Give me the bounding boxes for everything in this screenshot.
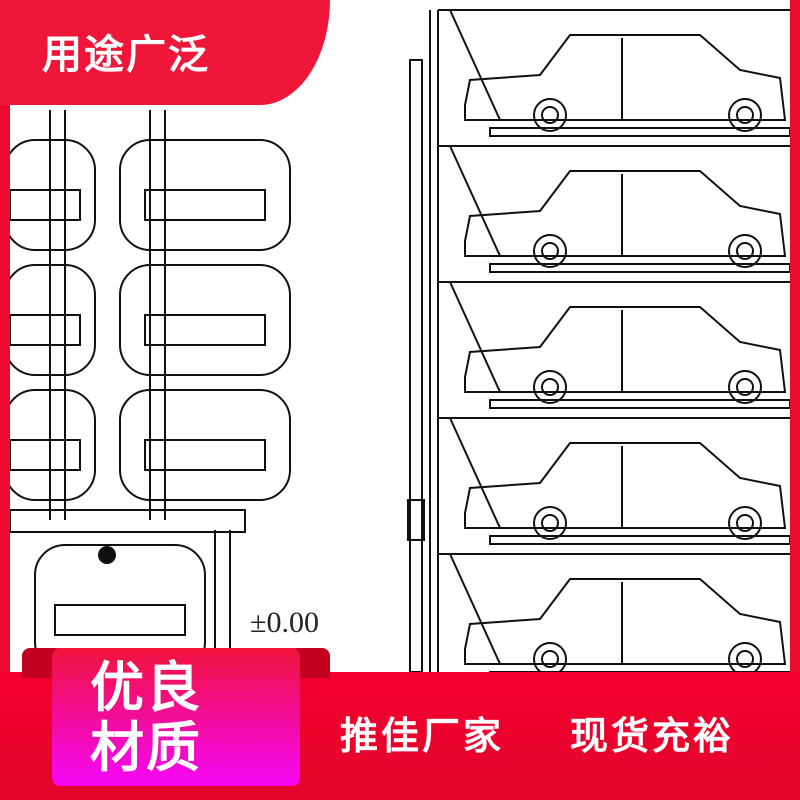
car-outline bbox=[464, 306, 787, 393]
parking-lift-line-drawing: ±0.00 bbox=[4, 9, 791, 681]
car-hub bbox=[541, 242, 559, 260]
level-strut bbox=[449, 553, 501, 665]
car-hub bbox=[541, 106, 559, 124]
car-hub bbox=[736, 650, 754, 668]
left-car bbox=[144, 314, 266, 346]
left-car bbox=[9, 314, 81, 346]
header-tag: 用途广泛 bbox=[0, 0, 330, 105]
left-car-bay bbox=[119, 139, 291, 251]
left-car-bay bbox=[4, 264, 96, 376]
elevation-label: ±0.00 bbox=[250, 606, 319, 639]
car-wheel bbox=[533, 370, 567, 404]
left-car-bay bbox=[119, 389, 291, 501]
car-wheel bbox=[728, 234, 762, 268]
car-hub bbox=[736, 378, 754, 396]
car-wheel bbox=[728, 370, 762, 404]
left-car bbox=[9, 439, 81, 471]
level-strut bbox=[449, 145, 501, 257]
level-strut bbox=[449, 417, 501, 529]
level-strut bbox=[449, 281, 501, 393]
car-outline bbox=[464, 442, 787, 529]
car-wheel bbox=[533, 506, 567, 540]
slogan-2: 现货充裕 bbox=[570, 714, 735, 758]
base-beam bbox=[9, 509, 246, 533]
pivot-dot bbox=[98, 546, 116, 564]
left-car-bay bbox=[119, 264, 291, 376]
car-wheel bbox=[533, 234, 567, 268]
car-outline bbox=[464, 578, 787, 665]
car-hub bbox=[541, 378, 559, 396]
car-hub bbox=[541, 650, 559, 668]
ground-car bbox=[54, 604, 186, 636]
left-car bbox=[144, 189, 266, 221]
lift-column bbox=[409, 59, 423, 673]
badge-line-1: 优良 bbox=[90, 656, 202, 719]
car-wheel bbox=[728, 506, 762, 540]
left-car-bay bbox=[4, 139, 96, 251]
car-hub bbox=[736, 106, 754, 124]
car-outline bbox=[464, 170, 787, 257]
car-hub bbox=[541, 514, 559, 532]
car-wheel bbox=[728, 98, 762, 132]
car-hub bbox=[736, 242, 754, 260]
car-outline bbox=[464, 34, 787, 121]
parking-system-drawing: ±0.00 bbox=[4, 0, 791, 681]
car-wheel bbox=[533, 98, 567, 132]
level-strut bbox=[449, 9, 501, 121]
left-car bbox=[144, 439, 266, 471]
left-car-bay bbox=[4, 389, 96, 501]
car-hub bbox=[736, 514, 754, 532]
quality-badge: 优良 材质 bbox=[52, 648, 300, 786]
lift-counterweight bbox=[407, 499, 425, 541]
badge-line-2: 材质 bbox=[90, 716, 202, 779]
header-tag-text: 用途广泛 bbox=[42, 32, 210, 78]
slogan-1: 推佳厂家 bbox=[340, 714, 505, 758]
left-car bbox=[9, 189, 81, 221]
